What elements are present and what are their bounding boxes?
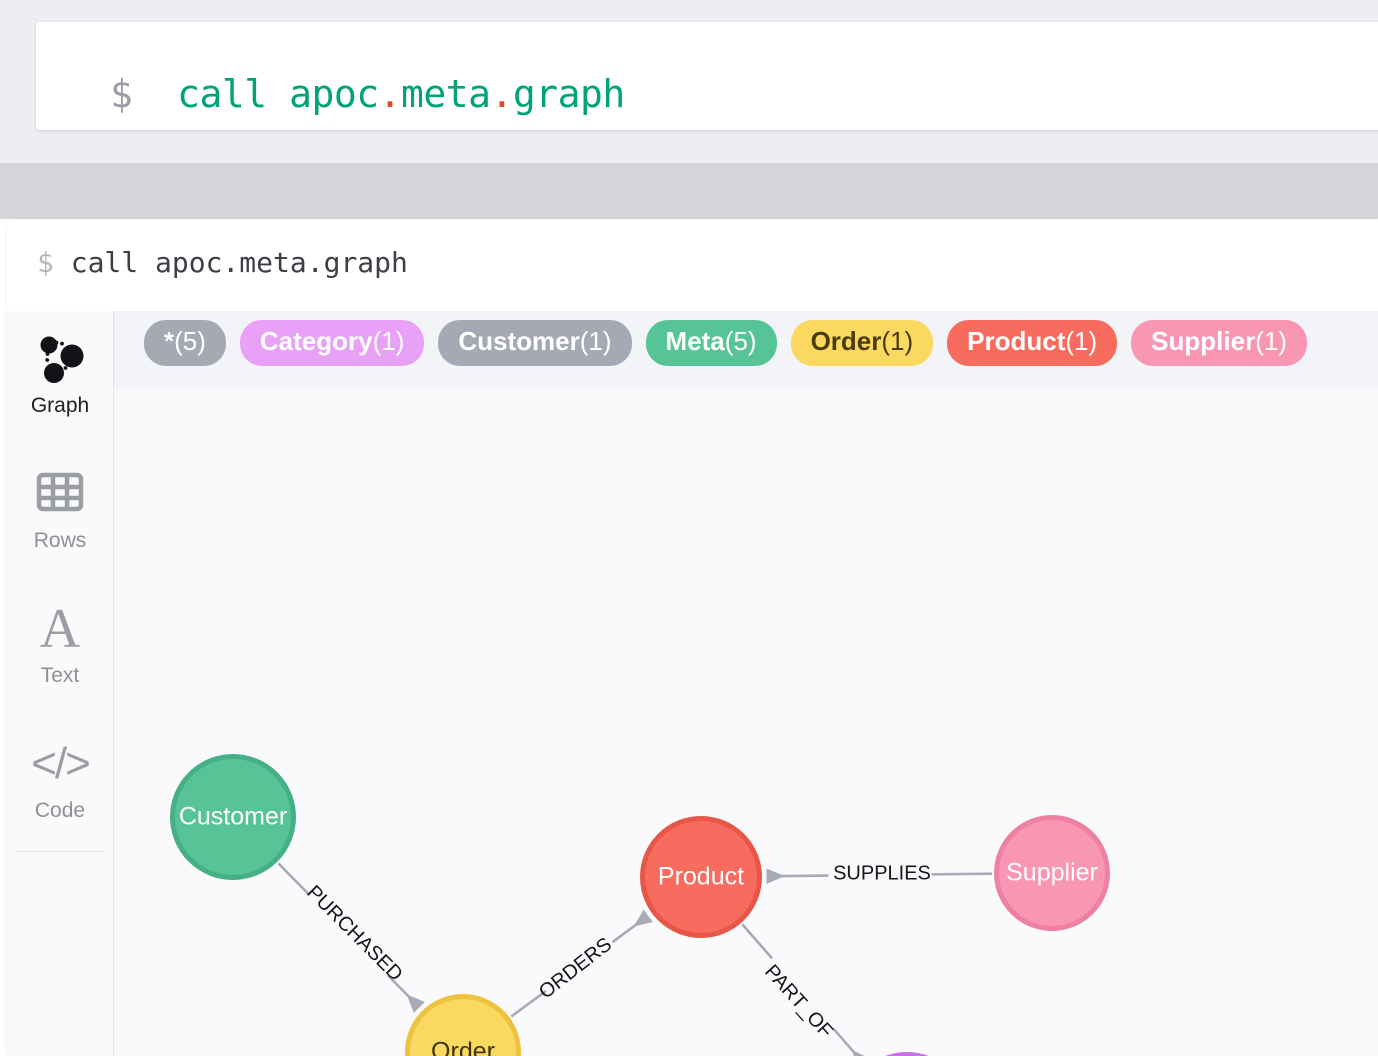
chip-label-name: *: [164, 326, 175, 356]
result-frame: $ call apoc.meta.graph Graph: [7, 219, 1378, 1056]
graph-edge-segment[interactable]: [277, 862, 310, 896]
chip-label-count: (1): [881, 326, 914, 356]
sidebar-item-graph-label: Graph: [30, 394, 90, 417]
chip-label-count: (1): [1065, 326, 1098, 356]
node-label-chip[interactable]: *(5): [144, 320, 226, 366]
sidebar-item-code-label: Code: [34, 799, 86, 822]
graph-edges: [277, 862, 993, 1056]
node-label-chip[interactable]: Product(1): [947, 320, 1118, 366]
chip-label-count: (1): [372, 326, 405, 356]
graph-node-label: Order: [431, 1038, 495, 1056]
graph-edge-label: SUPPLIES: [833, 862, 931, 884]
graph-edge-segment-arrow[interactable]: [832, 1027, 870, 1056]
result-query-header: $ call apoc.meta.graph: [7, 219, 1378, 312]
graph-edge-label: PART_OF: [760, 961, 837, 1043]
graph-edge-segment-arrow[interactable]: [387, 974, 425, 1013]
graph-edge-label: PURCHASED: [302, 881, 406, 985]
result-query-string: call apoc.meta.graph: [70, 246, 408, 279]
graph-node-circle[interactable]: [170, 754, 296, 880]
graph-edge-label: ORDERS: [535, 933, 616, 1003]
node-label-chip[interactable]: Order(1): [790, 320, 934, 366]
chip-label-count: (1): [1255, 326, 1287, 356]
editor-query-keyword-call: call: [177, 72, 267, 116]
graph-node-label: Product: [658, 863, 744, 891]
chip-label-name: Supplier: [1151, 326, 1256, 356]
graph-node-circle[interactable]: [640, 816, 762, 938]
legend-chips-area: *(5)Category(1)Customer(1)Meta(5)Order(1…: [114, 311, 1378, 439]
editor-query-dot-1: .: [378, 72, 402, 116]
graph-nodes-icon: [7, 331, 113, 387]
chip-label-name: Order: [810, 326, 882, 356]
graph-node-label: Supplier: [1006, 859, 1098, 887]
sidebar-item-text-label: Text: [40, 664, 80, 687]
graph-node[interactable]: Product: [640, 816, 762, 938]
graph-node-circle[interactable]: [405, 994, 521, 1056]
graph-svg: PURCHASED ORDERS SUPPLIES PART_OF CustomerO…: [170, 754, 1110, 1056]
node-label-chip[interactable]: Customer(1): [438, 320, 632, 366]
chip-label-count: (5): [724, 326, 757, 356]
editor-query-dot-2: .: [490, 72, 513, 116]
graph-edge-segment-arrow[interactable]: [766, 868, 829, 885]
sidebar-item-rows[interactable]: Rows: [7, 466, 113, 553]
chip-label-name: Category: [259, 326, 373, 356]
sidebar-item-rows-label: Rows: [33, 529, 87, 552]
sidebar-divider: [15, 851, 105, 852]
angle-brackets-icon: </>: [31, 739, 91, 788]
graph-edge-segment[interactable]: [741, 923, 774, 960]
chip-label-count: (1): [579, 326, 612, 356]
sidebar-item-graph[interactable]: Graph: [7, 331, 113, 418]
result-prompt-symbol: $: [37, 246, 54, 279]
graph-nodes: CustomerOrderProductSupplierCategory: [170, 754, 1110, 1056]
chip-label-name: Customer: [458, 326, 580, 356]
sidebar-item-code[interactable]: </> Code: [7, 736, 113, 823]
node-label-chip[interactable]: Category(1): [239, 320, 425, 366]
node-label-chip[interactable]: Meta(5): [645, 320, 777, 366]
view-mode-sidebar: Graph Rows A Text </> Code: [7, 311, 114, 1056]
chip-label-count: (5): [174, 326, 206, 356]
editor-query-keyword-apoc: apoc: [289, 72, 379, 116]
graph-edge-labels: PURCHASED ORDERS SUPPLIES PART_OF: [302, 862, 931, 1042]
table-grid-icon: [7, 466, 113, 522]
letter-a-icon: A: [39, 598, 81, 660]
graph-node-circle[interactable]: [994, 815, 1110, 931]
node-label-chip-row: *(5)Category(1)Customer(1)Meta(5)Order(1…: [144, 320, 1307, 366]
editor-query-line[interactable]: $ call apoc.meta.graph: [110, 72, 625, 116]
panel-separator-strip: [0, 163, 1378, 219]
query-editor-card[interactable]: $ call apoc.meta.graph: [36, 22, 1378, 130]
editor-band: $ call apoc.meta.graph: [0, 0, 1378, 163]
editor-query-keyword-graph: graph: [512, 72, 625, 116]
graph-node-label: Customer: [179, 803, 287, 831]
editor-prompt-symbol: $: [110, 72, 133, 116]
chip-label-name: Product: [967, 326, 1066, 356]
chip-label-name: Meta: [665, 326, 725, 356]
graph-edge-segment-arrow[interactable]: [611, 909, 653, 944]
sidebar-item-text[interactable]: A Text: [7, 601, 113, 688]
node-label-chip[interactable]: Supplier(1): [1131, 320, 1307, 366]
graph-node[interactable]: Supplier: [994, 815, 1110, 931]
result-query-text[interactable]: $ call apoc.meta.graph: [37, 246, 408, 279]
editor-query-keyword-meta: meta: [400, 72, 491, 116]
graph-node[interactable]: Order: [405, 994, 521, 1056]
graph-node[interactable]: Customer: [170, 754, 296, 880]
graph-edge-segment[interactable]: [510, 989, 547, 1018]
graph-edge-segment[interactable]: [931, 872, 993, 876]
